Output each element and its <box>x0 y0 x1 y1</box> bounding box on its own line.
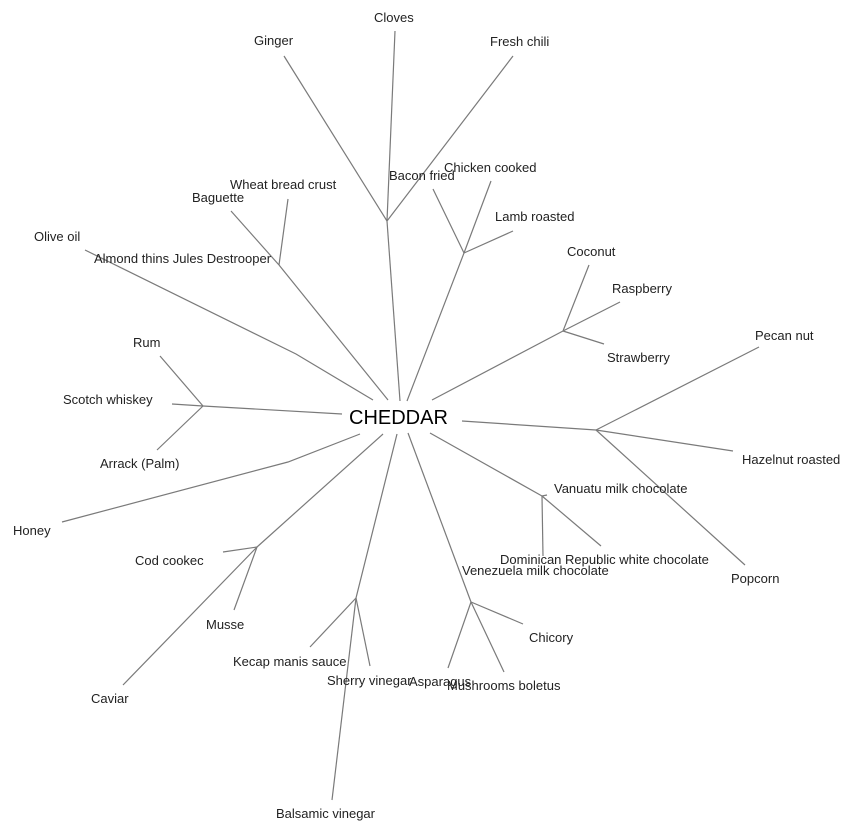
edge-musse <box>233 546 258 611</box>
edge-vegetable-stem <box>407 432 472 603</box>
leaf-label: Asparagus <box>409 674 472 689</box>
leaf-label: Dominican Republic white chocolate <box>500 552 709 567</box>
edge-lamb <box>463 230 514 254</box>
edge-bread-stem <box>278 264 389 401</box>
edge-dominican <box>541 495 602 547</box>
leaf-label: Popcorn <box>731 571 779 586</box>
edge-sauce-stem <box>355 433 398 599</box>
edge-asparagus <box>447 601 472 669</box>
edge-spirits-stem <box>202 405 343 415</box>
edge-venezuela <box>541 495 544 557</box>
edge-seafood-stem <box>256 433 384 548</box>
edge-sherry <box>355 597 371 667</box>
edge-popcorn <box>595 429 746 566</box>
leaf-label: Mushrooms boletus <box>447 678 561 693</box>
leaf-label: Musse <box>206 617 244 632</box>
edge-balsamic <box>331 597 357 801</box>
edge-scotch <box>171 403 204 407</box>
leaf-label: Kecap manis sauce <box>233 654 346 669</box>
leaf-label: Bacon fried <box>389 168 455 183</box>
leaf-label: Wheat bread crust <box>230 177 337 192</box>
edge-chicory <box>470 601 524 625</box>
tree-edges <box>61 30 760 801</box>
leaf-label: Ginger <box>254 33 294 48</box>
leaf-label: Chicory <box>529 630 574 645</box>
leaf-label: Arrack (Palm) <box>100 456 179 471</box>
edge-spice-stem <box>386 220 401 402</box>
edge-raspberry <box>562 301 621 332</box>
leaf-label: Pecan nut <box>755 328 814 343</box>
leaf-label: Honey <box>13 523 51 538</box>
edge-caviar <box>122 546 258 686</box>
edge-vanuatu <box>541 494 548 497</box>
leaf-label: Cod cookec <box>135 553 204 568</box>
edge-bacon <box>432 188 465 254</box>
edge-strawberry <box>562 330 605 345</box>
edge-pecan <box>595 346 760 431</box>
leaf-label: Scotch whiskey <box>63 392 153 407</box>
edge-ginger <box>283 55 388 222</box>
leaf-label: Hazelnut roasted <box>742 452 840 467</box>
leaf-label: Coconut <box>567 244 616 259</box>
leaf-label: Fresh chili <box>490 34 549 49</box>
edge-kecap <box>309 597 357 648</box>
edge-cloves <box>386 30 396 222</box>
edge-fruit-stem <box>431 330 564 401</box>
leaf-label: Almond thins Jules Destrooper <box>94 251 272 266</box>
edge-chicken <box>463 180 492 254</box>
edge-honey <box>61 433 361 523</box>
leaf-label: Vanuatu milk chocolate <box>554 481 687 496</box>
edge-fresh-chili <box>386 55 514 222</box>
leaf-label: Raspberry <box>612 281 672 296</box>
leaf-label: Lamb roasted <box>495 209 575 224</box>
edge-olive-oil <box>84 249 374 401</box>
leaf-label: Rum <box>133 335 160 350</box>
leaf-label: Strawberry <box>607 350 670 365</box>
edge-mushrooms <box>470 601 505 673</box>
edge-arrack <box>156 405 204 451</box>
edge-baguette <box>230 210 280 266</box>
edge-chocolate-stem <box>429 432 543 497</box>
edge-nut-stem <box>461 420 597 431</box>
root-node-label: CHEDDAR <box>349 407 448 429</box>
leaf-label: Olive oil <box>34 229 80 244</box>
leaf-label: Venezuela milk chocolate <box>462 563 609 578</box>
leaf-label: Balsamic vinegar <box>276 806 376 821</box>
leaf-label: Sherry vinegar <box>327 673 412 688</box>
edge-cod <box>222 546 258 553</box>
leaf-label: Caviar <box>91 691 129 706</box>
leaf-label: Chicken cooked <box>444 160 537 175</box>
edge-coconut <box>562 264 590 332</box>
leaf-labels: Ginger Cloves Fresh chili Bacon fried Ch… <box>13 10 840 821</box>
edge-wheat <box>278 198 289 266</box>
leaf-label: Baguette <box>192 190 244 205</box>
leaf-label: Cloves <box>374 10 414 25</box>
edge-meat-stem <box>406 252 465 402</box>
edge-rum <box>159 355 204 407</box>
edge-hazelnut <box>595 429 734 452</box>
